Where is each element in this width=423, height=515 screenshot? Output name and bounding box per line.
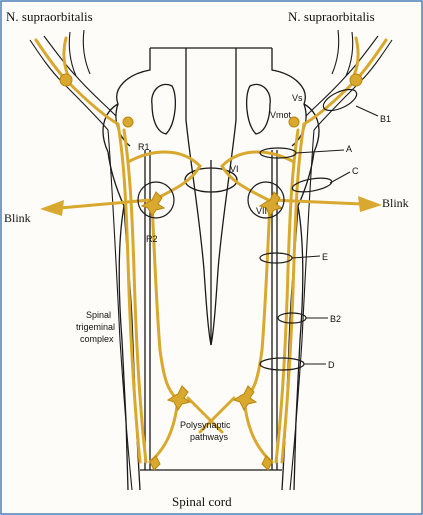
blink-label-right: Blink <box>382 196 409 210</box>
vmot-label: Vmot <box>270 110 292 120</box>
arrow-right-icon <box>358 196 382 212</box>
e-label: E <box>322 252 328 262</box>
a-label: A <box>346 144 352 154</box>
spinal-trig-label-1: Spinal <box>86 310 111 320</box>
arrow-left-icon <box>40 200 64 216</box>
leader-lines <box>292 106 378 364</box>
ganglion-left-icon <box>60 74 72 86</box>
vii-label: VII <box>256 206 267 216</box>
ring-b1 <box>320 85 359 115</box>
spinal-trig-label-3: complex <box>80 334 114 344</box>
nucleus-outlines <box>138 85 360 370</box>
ganglion-right-icon <box>350 74 362 86</box>
nerve-label-right: N. supraorbitalis <box>288 9 375 24</box>
polysynaptic-label-1: Polysynaptic <box>180 420 231 430</box>
r1-label: R1 <box>138 142 150 152</box>
spinal-cord-label: Spinal cord <box>172 494 232 509</box>
b2-label: B2 <box>330 314 341 324</box>
ring-d <box>260 358 304 370</box>
spinal-neuron-right-icon <box>262 456 272 470</box>
spinal-neuron-left-icon <box>150 456 160 470</box>
blink-label-left: Blink <box>4 211 31 225</box>
vi-label: VI <box>230 164 239 174</box>
polysynaptic-label-2: pathways <box>190 432 229 442</box>
b1-label: B1 <box>380 114 391 124</box>
d-label: D <box>328 360 335 370</box>
c-label: C <box>352 166 359 176</box>
r2-label: R2 <box>146 234 158 244</box>
nerve-label-left: N. supraorbitalis <box>6 9 93 24</box>
neuron-left-icon <box>123 117 133 127</box>
spinal-trig-label-2: trigeminal <box>76 322 115 332</box>
vs-label: Vs <box>292 93 303 103</box>
